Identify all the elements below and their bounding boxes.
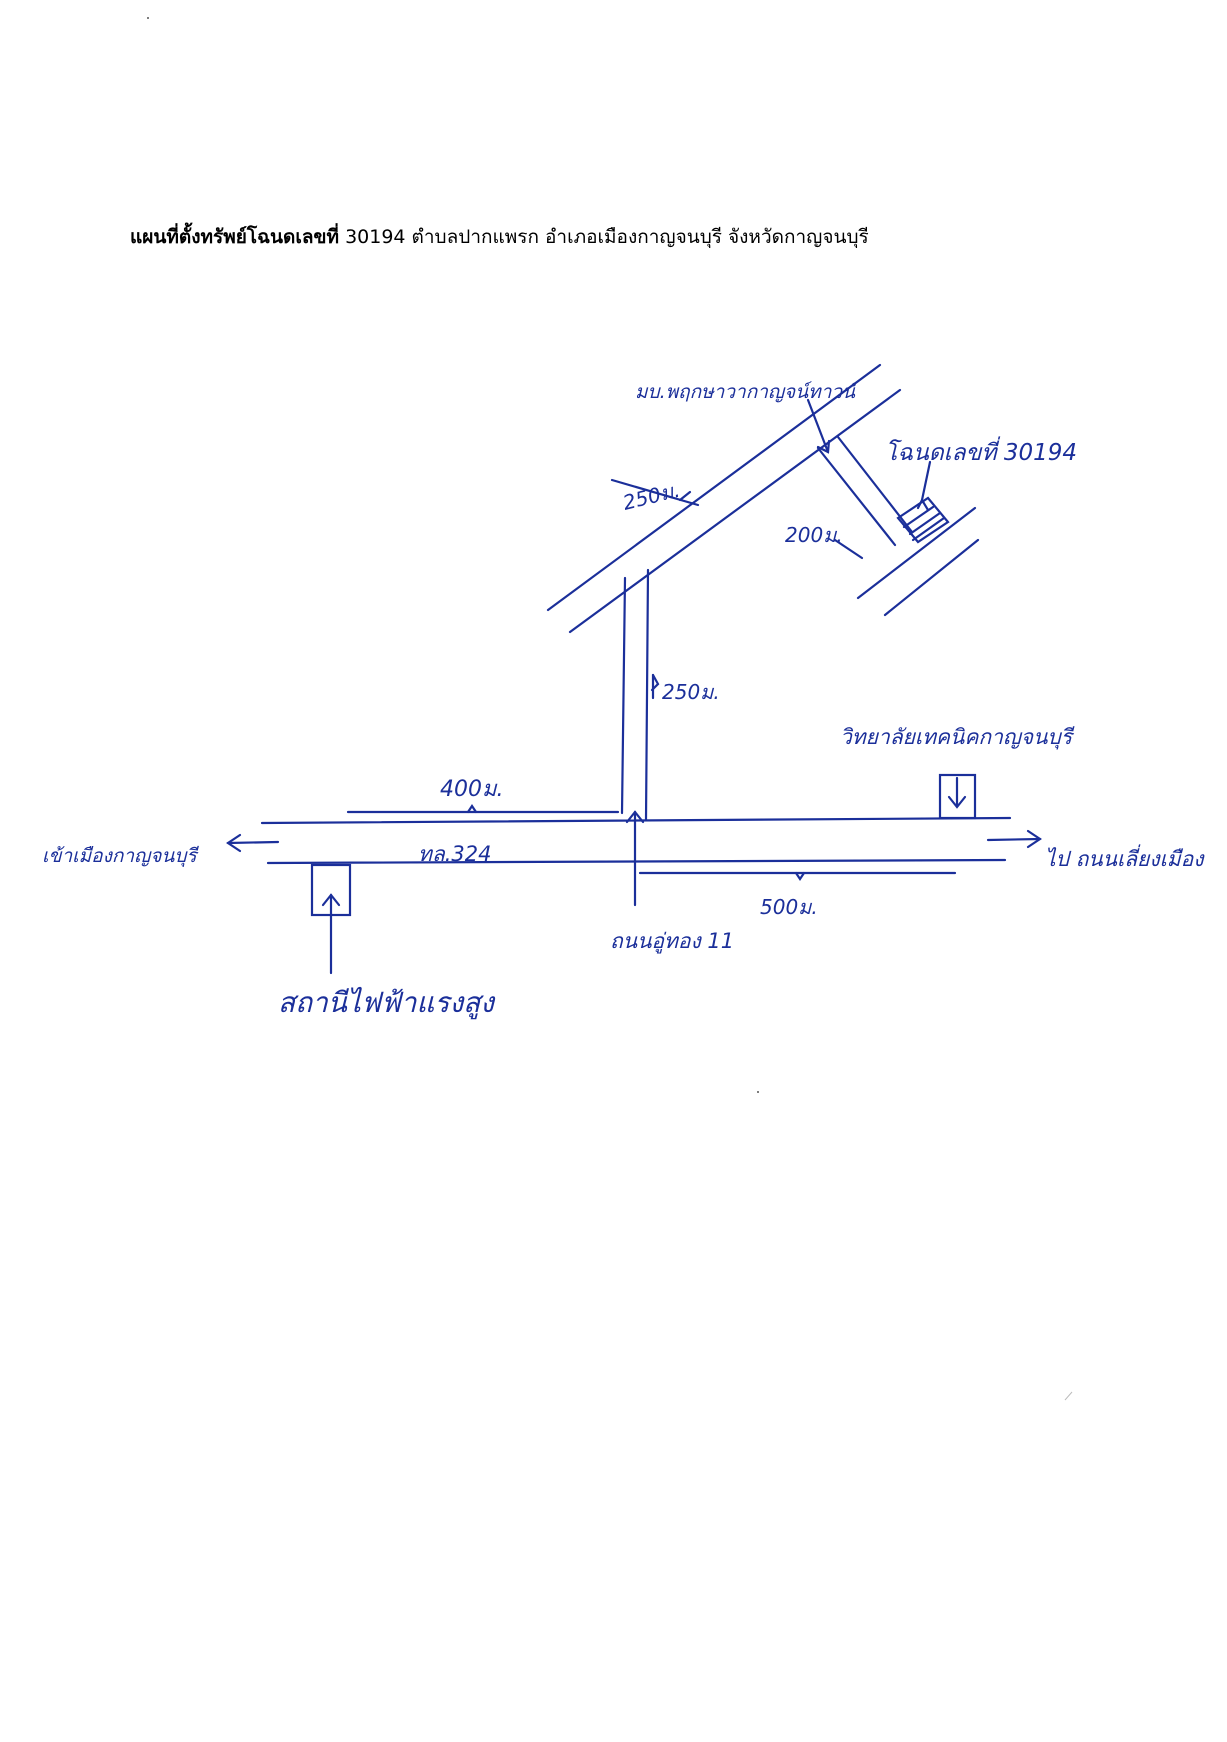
- dimension-400: [346, 804, 620, 814]
- map-title-rest: 30194 ตำบลปากแพรก อำเภอเมืองกาญจนบุรี จั…: [339, 226, 869, 248]
- distance-200-label: 200ม.: [785, 523, 843, 547]
- map-title: แผนที่ตั้งทรัพย์โฉนดเลขที่ 30194 ตำบลปาก…: [130, 222, 869, 252]
- distance-400-label: 400ม.: [440, 777, 504, 802]
- right-destination-label: ไป ถนนเลี่ยงเมือง: [1045, 844, 1205, 871]
- junction-marker: [625, 810, 645, 907]
- diagonal-road: [546, 363, 902, 634]
- distance-250-diagonal-label: 250ม.: [620, 478, 682, 515]
- substation-marker: [310, 863, 352, 975]
- plot-30194-hatched: [896, 460, 950, 544]
- college-marker: [938, 773, 977, 820]
- scan-speck: [147, 17, 149, 19]
- map-title-bold: แผนที่ตั้งทรัพย์โฉนดเลขที่: [130, 226, 340, 248]
- highway-label: ทล.324: [418, 842, 491, 866]
- distance-250-vertical-label: 250ม.: [662, 680, 720, 704]
- scan-mark: [1064, 1391, 1073, 1401]
- college-label: วิทยาลัยเทคนิคกาญจนบุรี: [840, 725, 1075, 750]
- side-road-uthong-11: [620, 568, 660, 822]
- left-destination-label: เข้าเมืองกาญจนบุรี: [42, 845, 200, 867]
- scan-speck: [757, 1091, 759, 1093]
- village-label: มบ.พฤกษาวากาญจน์ทาวน์: [635, 381, 859, 403]
- property-road: [856, 506, 980, 617]
- deed-label: โฉนดเลขที่ 30194: [885, 436, 1077, 466]
- left-arrow-icon: [226, 833, 280, 853]
- right-arrow-icon: [986, 829, 1042, 849]
- dimension-500: [638, 871, 957, 881]
- village-pointer: [806, 398, 831, 454]
- distance-500-label: 500ม.: [760, 895, 818, 919]
- substation-label: สถานีไฟฟ้าแรงสูง: [278, 986, 496, 1020]
- junction-road-label: ถนนอู่ทอง 11: [610, 929, 734, 954]
